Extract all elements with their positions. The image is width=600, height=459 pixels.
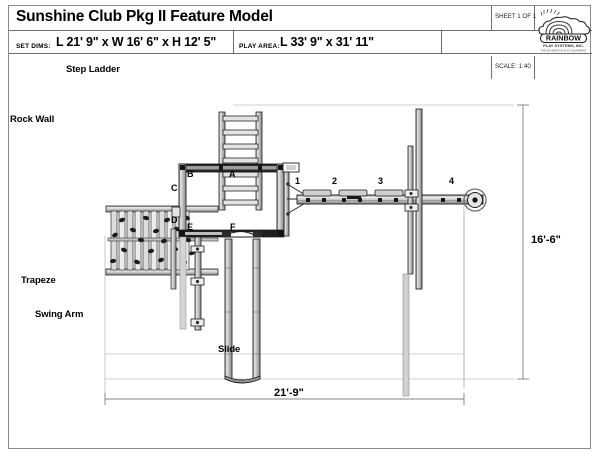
part-letter-e: E [187,222,194,232]
rock-wall-assembly [105,205,219,276]
main-tower-assembly [171,163,285,238]
swing-bay-number-1: 1 [295,176,301,186]
part-letter-d: D [171,215,178,225]
set-dims-label: SET DIMS: [16,43,51,50]
ladder-rungs [222,115,259,206]
vertical-dimension-line [517,104,529,380]
swing-bay-number-3: 3 [378,176,384,186]
annotation-swing-arm: Swing Arm [35,309,84,320]
title-block-row-bottom: SET DIMS: L 21' 9" x W 16' 6" x H 12' 5"… [9,31,592,79]
set-dims-value: L 21' 9" x W 16' 6" x H 12' 5" [56,35,217,49]
scale-cell: SCALE: 1:40 [491,56,535,79]
drawing-canvas: Step Ladder Rock Wall Trapeze Swing Arm … [9,54,592,449]
rainbow-cloud-sun-logo-icon: RAINBOW PLAY SYSTEMS, INC. THE RESIDENTI… [538,8,591,52]
step-ladder-assembly [218,111,263,211]
part-letter-f: F [230,222,236,232]
title-block-row-top: Sunshine Club Pkg II Feature Model SHEET… [9,6,592,31]
logo-subtitle-text: PLAY SYSTEMS, INC. [543,43,584,48]
sheet-number-text: SHEET 1 OF 1 [495,13,537,20]
tower-ground-posts [179,236,187,330]
logo-tagline-text: THE RESIDENTIAL PLAY EQUIPMENT [540,48,586,52]
annotation-trapeze: Trapeze [21,275,56,286]
part-letter-b: B [187,169,194,179]
trapeze-swing-arm-assembly [170,228,205,331]
annotation-step-ladder: Step Ladder [66,64,120,75]
company-logo: RAINBOW PLAY SYSTEMS, INC. THE RESIDENTI… [535,6,592,54]
swing-seats [302,189,404,199]
dimension-overall-depth: 16'-6" [531,234,561,246]
swing-bay-number-2: 2 [332,176,338,186]
swing-beam [296,189,484,205]
swing-beam-a-frame [402,108,423,397]
page-title: Sunshine Club Pkg II Feature Model [16,8,273,25]
sheet-number-cell: SHEET 1 OF 1 [491,6,537,31]
part-letter-c: C [171,183,178,193]
play-area-value: L 33' 9" x 31' 11" [280,35,374,49]
part-letter-a: A [229,169,236,179]
play-area-label: PLAY AREA: [239,43,280,50]
annotation-slide: Slide [218,344,241,355]
title-block-divider-2 [441,31,442,54]
construction-lines [104,104,514,396]
slide-assembly [224,238,261,384]
annotation-rock-wall: Rock Wall [10,114,55,125]
end-ring-assembly [463,188,487,386]
horizontal-dimension-line [104,393,465,405]
scale-text: SCALE: 1:40 [495,63,531,70]
swing-bay-number-4: 4 [449,176,455,186]
logo-brand-text: RAINBOW [546,34,581,43]
dimension-overall-width: 21'-9" [274,387,304,399]
swing-beam-connector-bracket [282,162,313,237]
title-block-divider-1 [233,31,234,54]
title-block: Sunshine Club Pkg II Feature Model SHEET… [9,6,592,79]
playset-elevation-drawing [104,104,529,405]
drawing-sheet: Sunshine Club Pkg II Feature Model SHEET… [8,5,592,449]
